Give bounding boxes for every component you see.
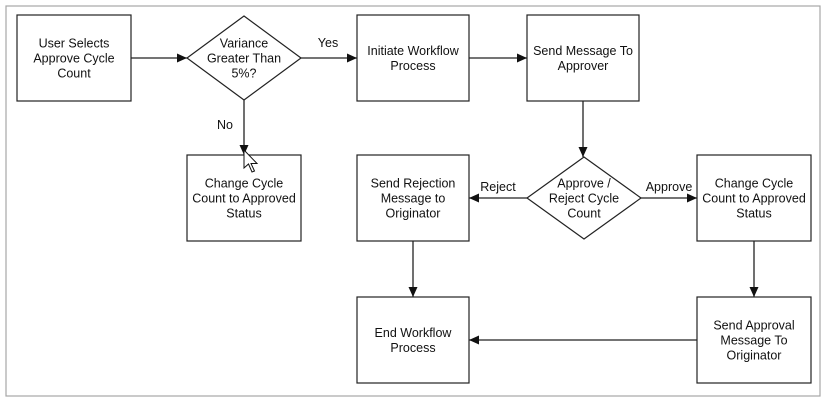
node-label-line: Send Rejection [371,177,456,191]
arrowhead-icon [469,193,479,203]
node-label-line: Variance [220,37,268,51]
node-label-line: Process [390,341,435,355]
process-box [356,296,470,384]
node-label-line: User Selects [39,37,110,51]
node-label-line: Message to [381,192,446,206]
edge-send_approval-to-end [469,335,697,345]
node-label-line: Approver [558,59,609,73]
node-label-line: Approve Cycle [33,52,114,66]
edge-label: Approve [646,180,693,194]
node-label-line: Send Message To [533,44,633,58]
decision-diamond [525,156,643,240]
arrowhead-icon [469,335,479,345]
node-label-line: Send Approval [713,319,794,333]
edge-initiate-to-send_approver [469,53,527,63]
edge-user_selects-to-variance [131,53,187,63]
process-box [356,154,470,242]
edge-label: Yes [318,36,338,50]
edge-change_status_2-to-send_approval [749,241,759,297]
edge-approve_reject-to-send_rejection: Reject [469,180,527,203]
node-label-line: Greater Than [207,52,281,66]
node-label-line: 5%? [231,67,256,81]
edge-approve_reject-to-change_status_2: Approve [641,180,697,203]
process-box [16,14,132,102]
node-label-line: End Workflow [375,326,453,340]
node-label-line: Process [390,59,435,73]
edge-variance-to-initiate: Yes [301,36,357,63]
node-label-line: Status [226,207,261,221]
process-box [356,14,470,102]
mouse-pointer-icon [243,148,259,173]
node-label-line: Count [567,207,601,221]
arrowhead-icon [347,53,357,63]
node-label-line: Initiate Workflow [367,44,459,58]
arrowhead-icon [517,53,527,63]
edge-send_approver-to-approve_reject [578,101,588,157]
node-label-line: Count to Approved [192,192,296,206]
edge-send_rejection-to-end [408,241,418,297]
node-label-line: Reject Cycle [549,192,619,206]
process-box [696,296,812,384]
node-label-line: Status [736,207,771,221]
arrowhead-icon [749,287,759,297]
edge-label: Reject [480,180,516,194]
node-label-line: Change Cycle [715,177,794,191]
node-label-line: Originator [727,349,782,363]
node-label-line: Count [57,67,91,81]
decision-diamond [185,15,303,101]
node-label-line: Message To [720,334,787,348]
arrowhead-icon [687,193,697,203]
process-box [696,154,812,242]
arrowhead-icon [177,53,187,63]
node-label-line: Originator [386,207,441,221]
process-box [526,14,640,102]
arrowhead-icon [578,147,588,157]
node-label-line: Approve / [557,177,611,191]
node-label-line: Count to Approved [702,192,806,206]
process-box [186,154,302,242]
arrowhead-icon [408,287,418,297]
edge-label: No [217,118,233,132]
node-label-line: Change Cycle [205,177,284,191]
